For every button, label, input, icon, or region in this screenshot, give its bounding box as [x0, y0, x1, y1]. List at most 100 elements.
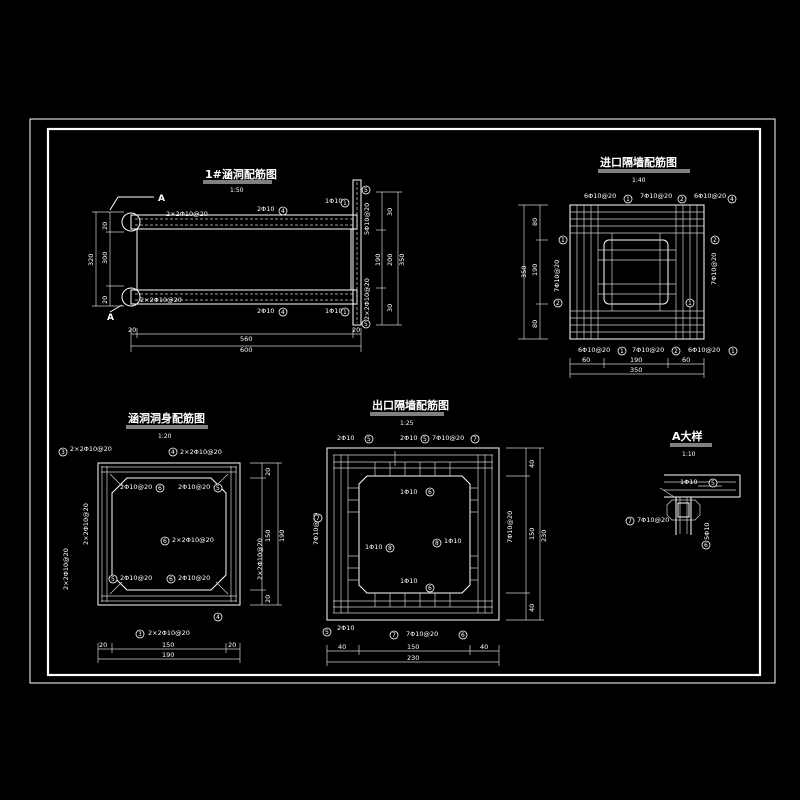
svg-text:1: 1	[620, 348, 624, 355]
body-label-8: 2Φ10@20	[178, 574, 210, 582]
culvert-dim-h2: 560	[240, 335, 252, 343]
svg-text:2: 2	[713, 237, 717, 244]
svg-text:7: 7	[316, 515, 320, 522]
svg-text:4: 4	[281, 208, 285, 215]
svg-text:6: 6	[704, 542, 708, 549]
inlet-circle-1: 1	[623, 194, 633, 204]
svg-text:4: 4	[216, 614, 220, 621]
outlet-dim-v2: 150	[528, 528, 536, 540]
svg-text:1: 1	[561, 237, 565, 244]
culvert-label-6: 1Φ10	[325, 307, 343, 315]
svg-text:3: 3	[138, 631, 142, 638]
svg-text:6: 6	[428, 489, 432, 496]
inlet-circle-5: 2	[710, 235, 720, 245]
outlet-label-9: 7Φ10@20	[506, 511, 514, 543]
body-dim-v1: 20	[264, 468, 272, 476]
inlet-dim-h3: 60	[682, 356, 690, 364]
body-label-3: 2Φ10@20	[120, 483, 152, 491]
inlet-circle-2: 2	[677, 194, 687, 204]
culvert-circle-2: 1	[340, 198, 350, 208]
inlet-label-3: 6Φ10@20	[694, 192, 726, 200]
outlet-circle-5: 8	[385, 543, 395, 553]
svg-text:7: 7	[473, 436, 477, 443]
svg-text:6: 6	[461, 632, 465, 639]
svg-text:1: 1	[626, 196, 630, 203]
body-circle-2: 4	[168, 447, 178, 457]
outlet-drawing: 出口隔墙配筋图 1:25 2Φ	[312, 398, 548, 666]
svg-text:8: 8	[435, 540, 439, 547]
svg-text:1: 1	[343, 309, 347, 316]
detail-label-3: 5Φ10	[703, 522, 711, 540]
outlet-label-5: 1Φ10	[365, 543, 383, 551]
outlet-outer-wall	[326, 447, 500, 621]
inlet-label-5: 7Φ10@20	[710, 253, 718, 285]
svg-text:7: 7	[392, 632, 396, 639]
culvert-label-8: 2×2Φ10@20	[363, 278, 371, 320]
outlet-circle-7: 7	[313, 513, 323, 523]
culvert-drawing: 1#涵洞配筋图 1:50 A A 2×2Φ10@20 2Φ10 1Φ10 2×2…	[87, 167, 406, 354]
outlet-circle-4: 6	[425, 487, 435, 497]
body-circle-8: 3	[135, 629, 145, 639]
body-outer	[97, 462, 241, 606]
culvert-dim-v1: 20	[101, 222, 109, 230]
body-label-6: 2×2Φ10@20	[172, 536, 214, 544]
body-scale: 1:20	[158, 433, 172, 440]
inlet-label-1: 6Φ10@20	[584, 192, 616, 200]
body-label-4: 2Φ10@20	[178, 483, 210, 491]
culvert-circle-1: 4	[278, 206, 288, 216]
body-dim-v3: 20	[264, 595, 272, 603]
svg-text:6: 6	[158, 485, 162, 492]
outlet-dim-h1: 40	[338, 643, 346, 651]
culvert-title: 1#涵洞配筋图	[205, 167, 277, 181]
svg-text:5: 5	[364, 321, 368, 328]
body-label-7: 2Φ10@20	[120, 574, 152, 582]
svg-text:2: 2	[680, 196, 684, 203]
body-label-2: 2×2Φ10@20	[180, 448, 222, 456]
body-circle-3: 6	[155, 483, 165, 493]
body-label-1: 2×2Φ10@20	[70, 445, 112, 453]
culvert-label-7: 5Φ10@20	[363, 203, 371, 235]
inlet-outer-wall	[569, 204, 705, 340]
culvert-dim-r4: 350	[398, 254, 406, 266]
svg-text:5: 5	[364, 187, 368, 194]
outlet-label-3: 7Φ10@20	[432, 434, 464, 442]
culvert-dim-r3: 30	[386, 304, 394, 312]
svg-text:5: 5	[325, 629, 329, 636]
svg-text:1: 1	[343, 200, 347, 207]
outlet-circle-9: 5	[322, 627, 332, 637]
outlet-dim-v1: 40	[528, 460, 536, 468]
inlet-circle-10: 1	[728, 346, 738, 356]
svg-text:5: 5	[711, 480, 715, 487]
outlet-label-6: 1Φ10	[444, 537, 462, 545]
svg-text:6: 6	[169, 576, 173, 583]
inlet-label-8: 6Φ10@20	[688, 346, 720, 354]
inlet-dim-v4: 350	[520, 266, 528, 278]
section-mark-bottom: A	[107, 313, 114, 323]
detail-title: A大样	[672, 429, 703, 443]
body-dim-h4: 190	[162, 651, 174, 659]
inlet-dim-h1: 60	[582, 356, 590, 364]
culvert-circle-6: 5	[361, 319, 371, 329]
culvert-dim-r1: 30	[386, 208, 394, 216]
culvert-dim-v3: 20	[101, 296, 109, 304]
body-circle-7: 6	[166, 574, 176, 584]
inlet-title: 进口隔墙配筋图	[600, 155, 677, 169]
detail-circle-2: 7	[625, 516, 635, 526]
outer-border	[29, 118, 776, 684]
culvert-label-2: 2Φ10	[257, 205, 275, 213]
outlet-dim-v4: 230	[540, 530, 548, 542]
culvert-circle-3: 5	[361, 185, 371, 195]
svg-text:4: 4	[171, 449, 175, 456]
body-circle-9: 4	[213, 612, 223, 622]
culvert-label-4: 2×2Φ10@20	[140, 296, 182, 304]
svg-text:6: 6	[163, 538, 167, 545]
outlet-circle-10: 7	[389, 630, 399, 640]
outlet-label-10: 2Φ10	[337, 624, 355, 632]
culvert-top-slab	[130, 214, 358, 230]
outlet-label-1: 2Φ10	[337, 434, 355, 442]
culvert-dim-r5: 190	[374, 254, 382, 266]
svg-text:5: 5	[367, 436, 371, 443]
svg-text:2: 2	[674, 348, 678, 355]
detail-scale: 1:10	[682, 451, 696, 458]
svg-text:1: 1	[688, 300, 692, 307]
